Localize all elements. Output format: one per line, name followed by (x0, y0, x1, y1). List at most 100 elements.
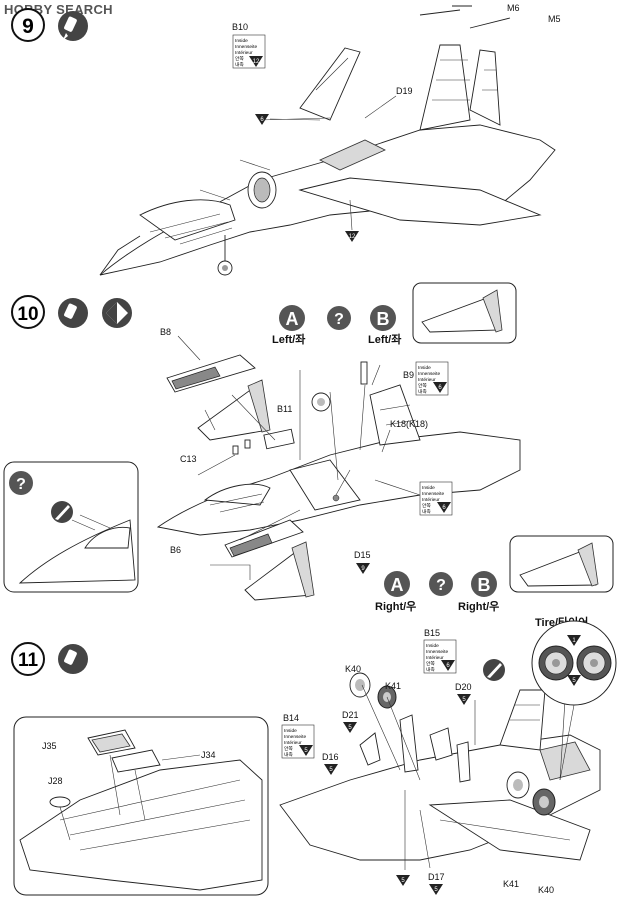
aircraft-drawing (156, 354, 521, 601)
part-j28 (49, 796, 71, 808)
step-10: 10 A Left/좌 ? B Left/좌 (3, 282, 614, 613)
svg-text:안쪽: 안쪽 (422, 502, 431, 509)
inside-tag: Inside Innenseite Intérieur 안쪽 내측 6 (423, 639, 457, 674)
callouts: B8 B11 B9 Inside Innenseite Intérieur 안쪽… (160, 327, 453, 574)
svg-text:Innenseite: Innenseite (284, 734, 306, 740)
tire-detail-inset: Tire/타이어 1 5 (531, 615, 617, 781)
svg-text:?: ? (436, 577, 446, 594)
svg-text:A: A (286, 309, 299, 329)
svg-text:6: 6 (438, 385, 442, 391)
svg-text:D19: D19 (396, 86, 413, 96)
option-b-left: B Left/좌 (368, 305, 401, 346)
svg-text:?: ? (16, 476, 26, 493)
svg-text:Intérieur: Intérieur (235, 50, 253, 56)
svg-text:D16: D16 (322, 752, 339, 762)
svg-text:5: 5 (329, 767, 333, 773)
callouts: B10 Inside Innenseite Intérieur 안쪽 내측 12… (232, 3, 561, 242)
tire-left (538, 645, 574, 681)
svg-text:5: 5 (401, 878, 405, 884)
svg-text:M6: M6 (507, 3, 520, 13)
svg-text:Inside: Inside (235, 38, 248, 44)
inside-tag: Inside Innenseite Intérieur 안쪽 내측 5 (281, 724, 315, 759)
intake-left (197, 379, 271, 441)
inset-detail-nose: ? (3, 461, 139, 593)
svg-text:5: 5 (434, 887, 438, 893)
svg-text:B: B (377, 309, 390, 329)
svg-text:6: 6 (446, 663, 450, 669)
svg-text:K18(K18): K18(K18) (390, 419, 428, 429)
step-number-badge: 11 (11, 642, 45, 676)
svg-text:Innenseite: Innenseite (235, 44, 257, 50)
svg-text:Innenseite: Innenseite (426, 649, 448, 655)
svg-text:J28: J28 (48, 776, 63, 786)
question-marker: ? (327, 306, 351, 330)
svg-text:J34: J34 (201, 750, 216, 760)
svg-text:B14: B14 (283, 713, 299, 723)
svg-text:안쪽: 안쪽 (426, 660, 435, 667)
part-b8 (166, 354, 256, 393)
inset-detail-cockpit: J35 J34 J28 (13, 716, 269, 896)
svg-text:5: 5 (572, 678, 576, 684)
svg-text:D15: D15 (354, 550, 371, 560)
step-number-badge: 10 (11, 295, 45, 329)
svg-text:J35: J35 (42, 741, 57, 751)
svg-text:내측: 내측 (235, 61, 244, 68)
svg-text:D17: D17 (428, 872, 445, 882)
svg-text:10: 10 (17, 304, 38, 325)
svg-text:B15: B15 (424, 628, 440, 638)
svg-text:D20: D20 (455, 682, 472, 692)
svg-text:B8: B8 (160, 327, 171, 337)
svg-text:내측: 내측 (284, 751, 293, 758)
color-callout-12: 12 (345, 231, 359, 242)
svg-text:5: 5 (462, 697, 466, 703)
choice-diamond-icon (102, 298, 132, 328)
svg-text:내측: 내측 (422, 508, 431, 515)
inset-detail-top (412, 282, 517, 344)
svg-text:Left/좌: Left/좌 (272, 332, 305, 346)
svg-text:12: 12 (349, 234, 356, 240)
part-j34 (111, 749, 161, 773)
svg-text:Right/우: Right/우 (375, 600, 416, 613)
svg-text:11: 11 (18, 650, 39, 671)
option-a-right: A Right/우 (375, 571, 416, 613)
svg-text:Inside: Inside (426, 643, 439, 649)
glue-icon (58, 644, 88, 674)
svg-text:B10: B10 (232, 22, 248, 32)
svg-text:B: B (478, 575, 491, 595)
svg-text:M5: M5 (548, 14, 561, 24)
svg-text:Intérieur: Intérieur (426, 655, 444, 661)
svg-text:B9: B9 (403, 370, 414, 380)
svg-text:9: 9 (361, 566, 365, 572)
svg-text:B6: B6 (170, 545, 181, 555)
inside-tag: Inside Innenseite Intérieur 안쪽 내측 6 (415, 361, 449, 396)
svg-text:D21: D21 (342, 710, 359, 720)
svg-text:Intérieur: Intérieur (284, 740, 302, 746)
inset-detail-bottom (509, 535, 614, 593)
svg-text:6: 6 (442, 505, 446, 511)
svg-text:K41: K41 (503, 879, 519, 889)
svg-text:내측: 내측 (426, 666, 435, 673)
question-marker: ? (9, 471, 33, 495)
svg-text:9: 9 (22, 15, 34, 38)
svg-text:Intérieur: Intérieur (418, 377, 436, 383)
svg-text:?: ? (334, 311, 344, 328)
svg-text:안쪽: 안쪽 (235, 55, 244, 62)
glue-icon (58, 298, 88, 328)
svg-text:Innenseite: Innenseite (422, 491, 444, 497)
callouts: K40 K41 B15 Inside Innenseite Intérieur … (281, 628, 554, 895)
svg-text:Intérieur: Intérieur (422, 497, 440, 503)
part-j35 (87, 729, 136, 756)
tire-right (576, 645, 612, 681)
aircraft-drawing (279, 659, 601, 870)
wheel-k40-bottom (532, 788, 556, 816)
aircraft-drawing (99, 5, 556, 276)
svg-text:B11: B11 (277, 404, 292, 414)
knife-icon (51, 501, 73, 523)
step-11: 11 (11, 615, 617, 896)
glue-icon (58, 11, 88, 41)
svg-text:K41: K41 (385, 681, 401, 691)
inside-tag: Inside Innenseite Intérieur 안쪽 내측 12 (232, 34, 266, 69)
svg-text:K40: K40 (345, 664, 361, 674)
svg-text:6: 6 (260, 117, 264, 123)
intake-right (244, 541, 315, 601)
